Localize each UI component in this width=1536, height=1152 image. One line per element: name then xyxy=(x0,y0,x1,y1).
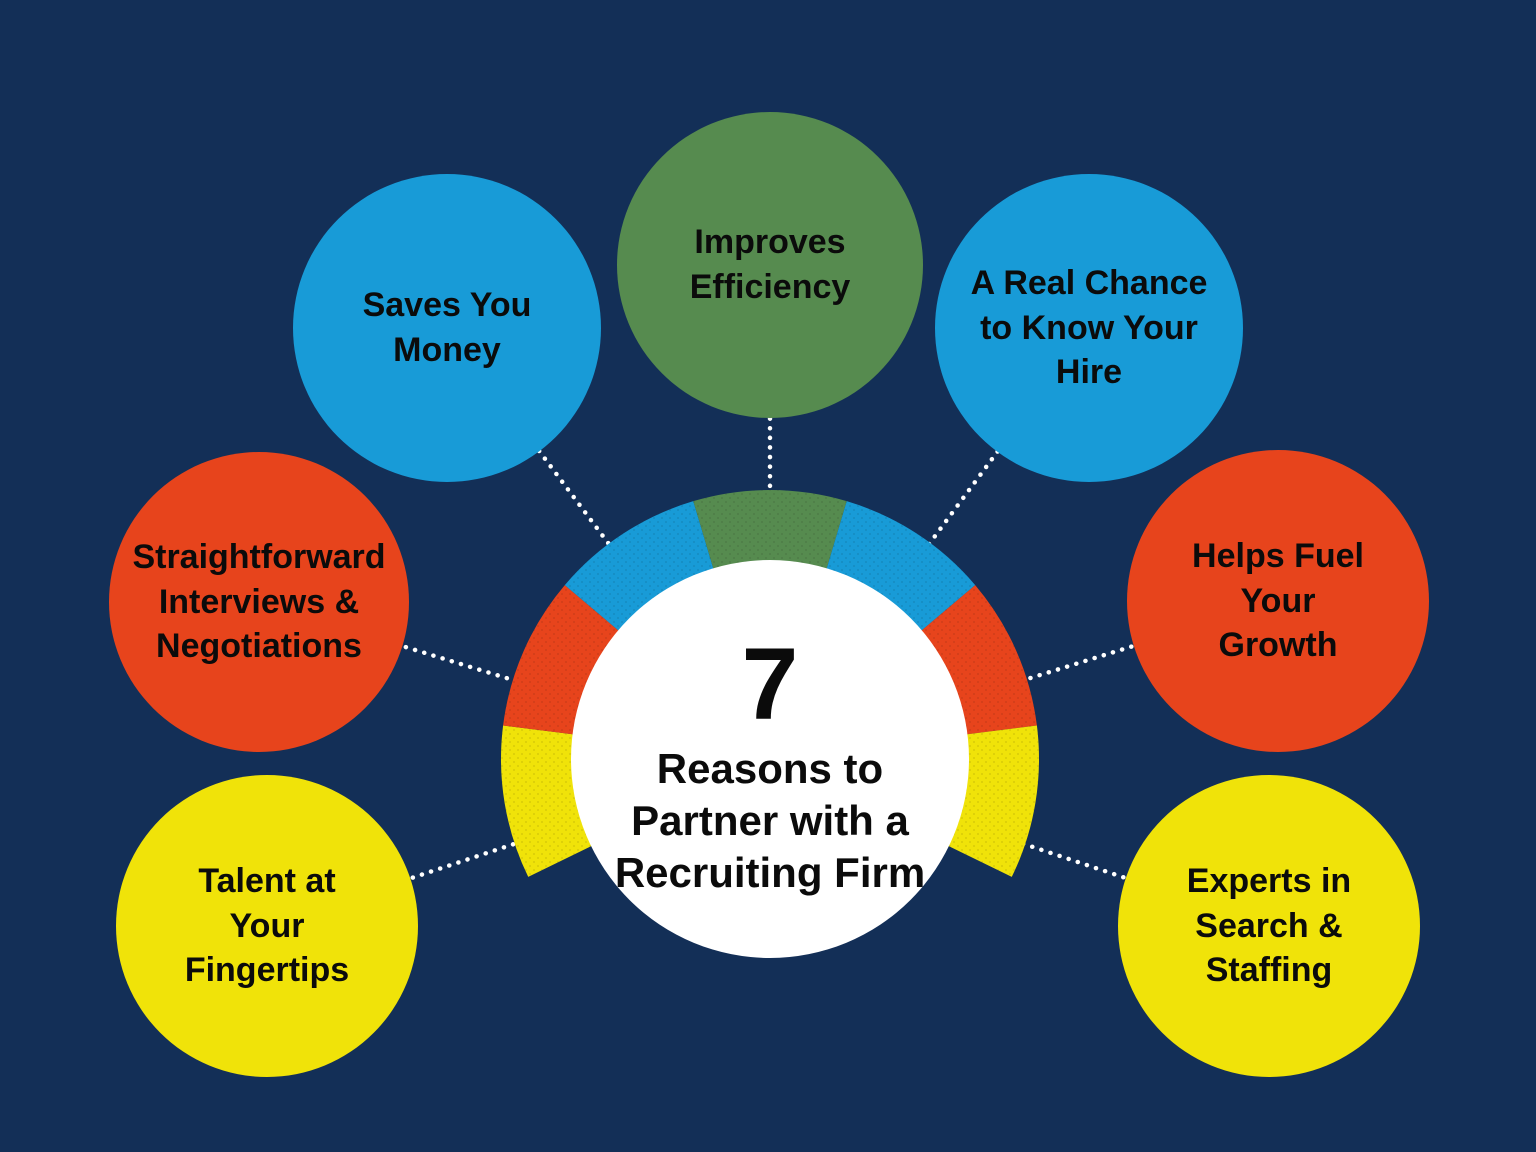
center-title: Reasons to Partner with a Recruiting Fir… xyxy=(615,743,925,899)
reason-label-line: Growth xyxy=(1218,626,1338,665)
reason-label-line: Experts in xyxy=(1186,861,1352,900)
ring-segment-texture-6 xyxy=(946,725,1039,877)
reason-label-experts-in-search-staffing: Experts in Search & Staffing xyxy=(1118,859,1420,994)
center-title-line: Partner with a xyxy=(631,797,909,845)
ring-segment-texture-1 xyxy=(503,585,621,735)
reason-label-line: Efficiency xyxy=(689,268,851,306)
ring-segment-texture-2 xyxy=(564,501,715,633)
center-title-number: 7 xyxy=(741,627,799,742)
reason-label-line: Talent at xyxy=(198,861,336,900)
reason-label-line: Saves You xyxy=(362,286,532,325)
reason-label-line: Hire xyxy=(1055,353,1123,392)
reason-label-line: Helps Fuel xyxy=(1192,536,1364,575)
reason-label-line: Improves xyxy=(694,223,846,262)
connector-line-saves-you-money xyxy=(444,325,773,762)
ring-segment-texture-3 xyxy=(693,490,847,572)
reason-label-line: Search & xyxy=(1195,906,1343,945)
reason-label-line: A Real Chance xyxy=(970,263,1208,302)
reason-label-line: Money xyxy=(393,331,501,369)
center-title-line: Reasons to xyxy=(656,745,884,793)
ring-segment-texture-4 xyxy=(825,501,976,633)
reason-circle-experts-in-search-staffing: Experts in Search & Staffing xyxy=(1118,775,1420,1077)
reason-label-line: to Know Your xyxy=(980,308,1198,347)
reason-label-line: Straightforward xyxy=(132,537,386,576)
center-title-line: Recruiting Firm xyxy=(614,849,926,897)
center-circle: 7 Reasons to Partner with a Recruiting F… xyxy=(571,560,969,958)
ring-segment-texture-5 xyxy=(919,585,1037,735)
reason-label-line: Fingertips xyxy=(184,951,350,990)
reason-label-line: Interviews & xyxy=(158,582,360,621)
reason-label-line: Your xyxy=(1240,581,1316,620)
reason-label-line: Your xyxy=(229,906,305,945)
ring-segment-texture-0 xyxy=(501,725,594,877)
reason-label-line: Negotiations xyxy=(156,627,362,666)
reason-label-line: Staffing xyxy=(1205,951,1333,990)
